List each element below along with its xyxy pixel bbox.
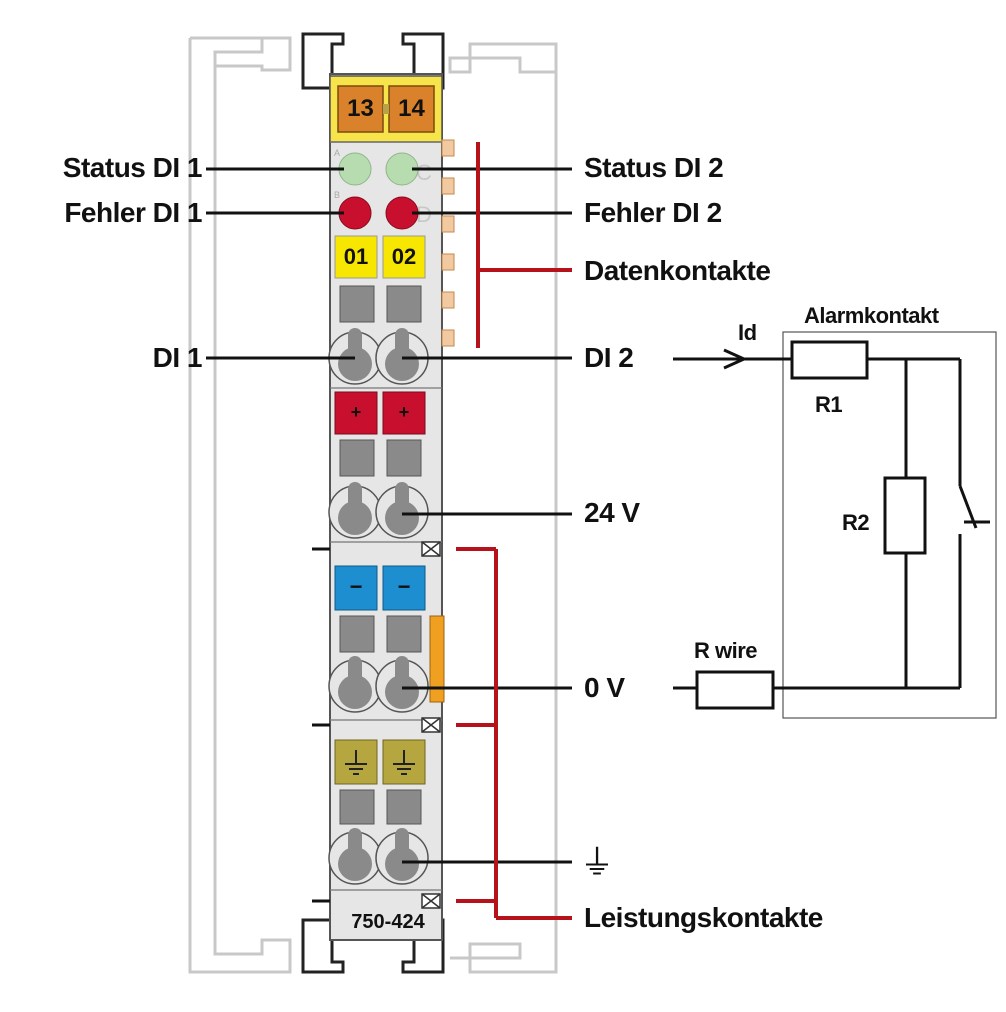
terminal-rows — [328, 328, 429, 885]
earth-marker-1 — [334, 739, 378, 785]
svg-text:A: A — [334, 148, 340, 158]
top-slot-14-label: 14 — [398, 95, 425, 122]
channel-slot-01 — [334, 235, 378, 279]
label-24v: 24 V — [584, 497, 640, 528]
svg-text:B: B — [334, 190, 340, 200]
gray-blocks — [339, 285, 422, 825]
resistor-rwire — [695, 670, 775, 710]
circuit-box — [782, 331, 997, 719]
alarm-circuit — [673, 331, 997, 719]
plus-marker-1 — [334, 391, 378, 435]
channel-slot-02-label: 02 — [391, 244, 417, 269]
led-marker-c: C — [416, 160, 432, 185]
red-brackets — [456, 142, 572, 920]
led-markers: A B — [334, 148, 340, 200]
earth-glyphs — [345, 750, 415, 775]
label-status-di1: Status DI 1 — [62, 152, 203, 183]
circuit-alarm-label: Alarmkontakt — [804, 303, 939, 328]
part-number: 750-424 — [351, 911, 425, 933]
label-fehler-di1: Fehler DI 1 — [64, 197, 202, 228]
label-datenkontakte: Datenkontakte — [584, 255, 771, 286]
top-slot-13 — [337, 85, 384, 133]
channel-slot-02 — [382, 235, 426, 279]
plus-marker-1-label: + — [350, 402, 362, 422]
label-di2: DI 2 — [584, 342, 634, 373]
terminal-row-earth — [328, 828, 429, 885]
label-di1: DI 1 — [152, 342, 203, 373]
top-slot-14 — [388, 85, 435, 133]
power-contact-strip — [429, 615, 445, 703]
resistor-r1 — [790, 340, 869, 380]
callout-lines — [206, 167, 572, 864]
circuit-r1-label: R1 — [815, 392, 843, 417]
label-earth-symbol: ⏚ — [580, 844, 614, 882]
label-leistungskontakte: Leistungskontakte — [584, 902, 823, 933]
resistor-r2 — [883, 476, 927, 555]
terminal-row-24v — [328, 482, 429, 539]
label-status-di2: Status DI 2 — [584, 152, 724, 183]
circuit-r2-label: R2 — [842, 510, 870, 535]
current-arrow — [723, 348, 748, 370]
label-0v: 0 V — [584, 672, 625, 703]
minus-marker-2-label: − — [397, 574, 411, 599]
top-slot-bridge — [383, 104, 389, 114]
circuit-rwire-label: R wire — [694, 638, 758, 663]
din-rail-outline — [188, 36, 558, 974]
plus-marker-2 — [382, 391, 426, 435]
data-contact-pins — [441, 139, 455, 347]
minus-marker-2 — [382, 565, 426, 611]
plus-marker-2-label: + — [398, 402, 410, 422]
terminal-row-di — [328, 328, 429, 385]
terminal-row-0v — [328, 656, 429, 713]
minus-marker-1 — [334, 565, 378, 611]
label-fehler-di2: Fehler DI 2 — [584, 197, 722, 228]
channel-slot-01-label: 01 — [343, 244, 369, 269]
power-contact-markers — [421, 541, 441, 909]
circuit-id-label: Id — [738, 320, 757, 345]
top-slot-13-label: 13 — [347, 95, 374, 122]
left-ticks — [312, 547, 330, 903]
minus-marker-1-label: − — [349, 574, 363, 599]
